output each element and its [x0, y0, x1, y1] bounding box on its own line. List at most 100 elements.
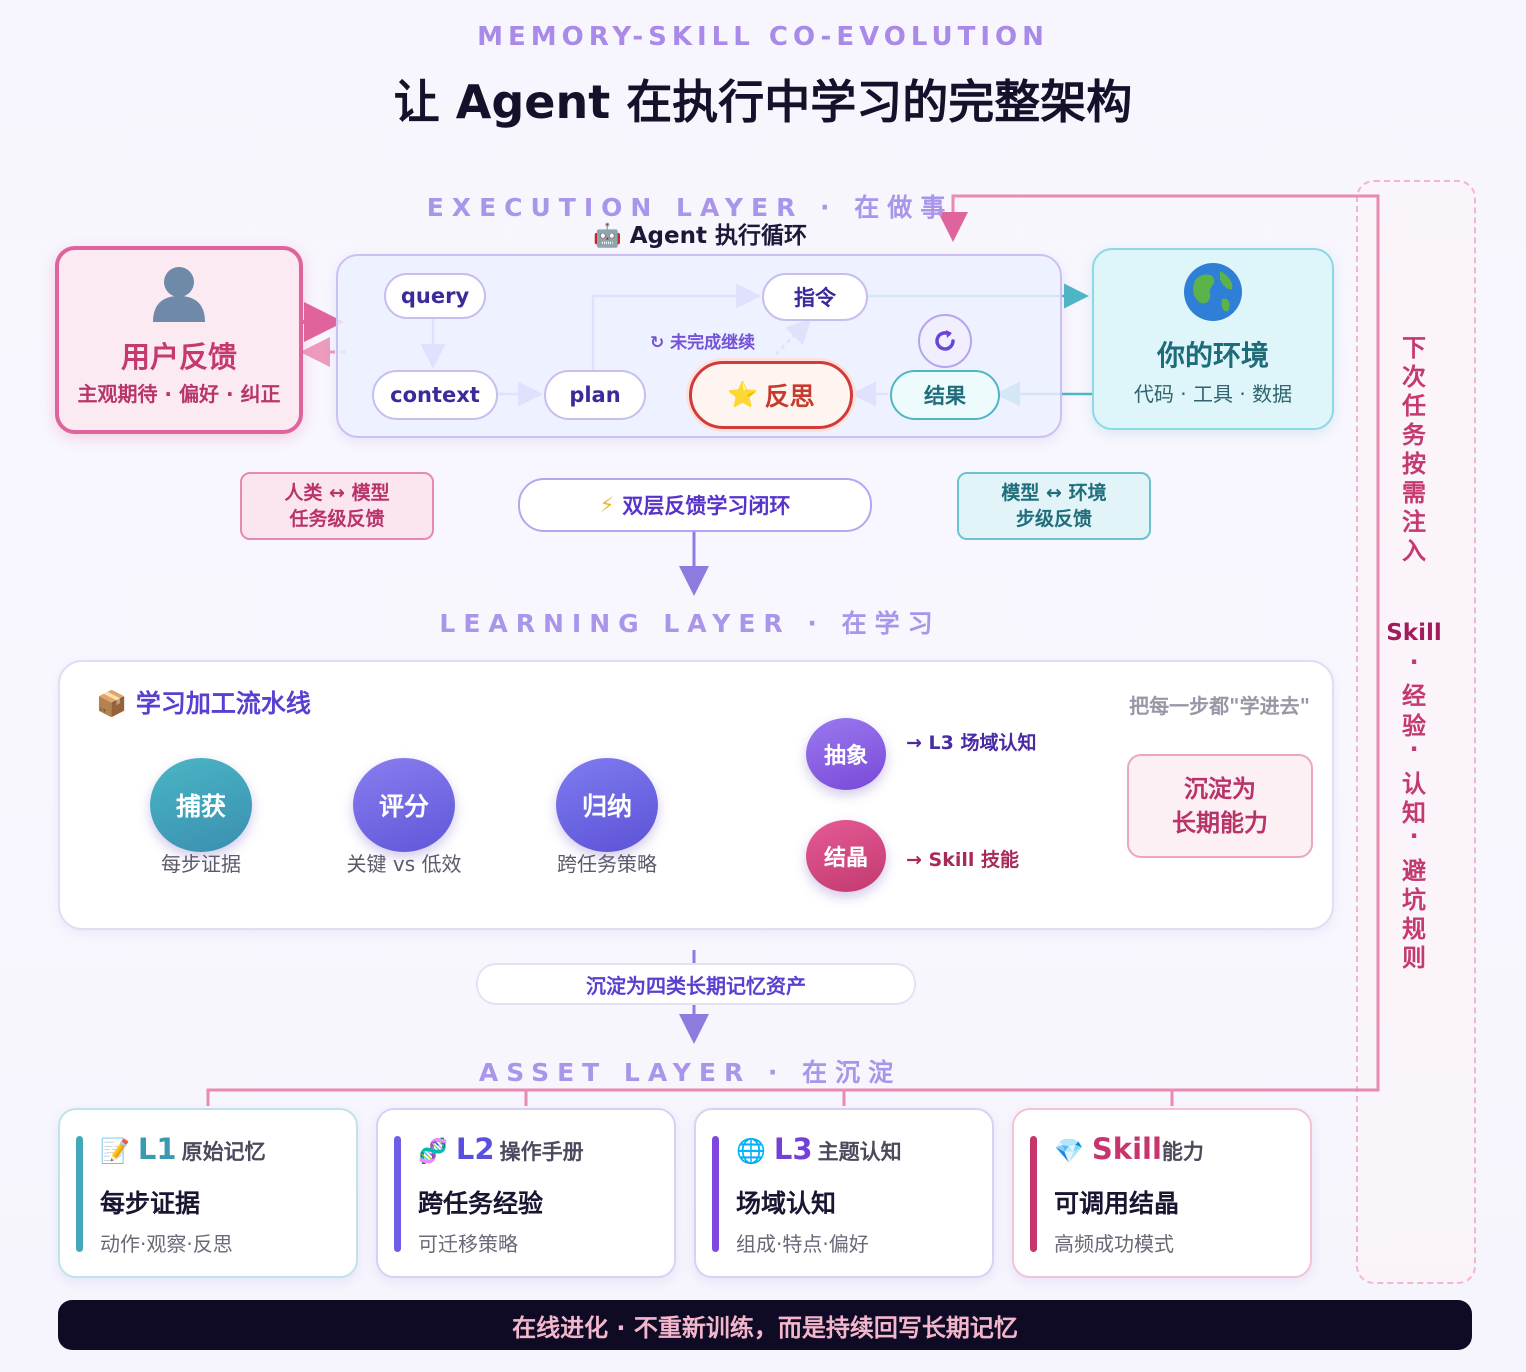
asset-card-l2: 🧬L2 操作手册 跨任务经验 可迁移策略: [376, 1108, 676, 1278]
footer-banner: 在线进化 · 不重新训练，而是持续回写长期记忆: [58, 1300, 1472, 1350]
continue-note: ↻ 未完成继续: [650, 328, 755, 353]
card-accent-bar: [394, 1136, 401, 1252]
reflect-label: 反思: [764, 382, 815, 411]
rail-char: 务: [1402, 421, 1426, 449]
rail-char: 注: [1402, 508, 1426, 536]
user-feedback-title: 用户反馈: [120, 340, 237, 374]
continue-note-text: 未完成继续: [670, 333, 756, 353]
stage-capture: 捕获: [150, 758, 252, 852]
stage-capture-desc: 每步证据: [161, 852, 241, 876]
model-env-line1: 模型 ↔ 环境: [1001, 482, 1107, 504]
card-level: L1: [137, 1132, 177, 1166]
branch-crystallize-output: → Skill 技能: [906, 849, 1020, 871]
user-icon: [59, 260, 299, 324]
branch-abstract: 抽象: [806, 718, 886, 790]
kicker-title: MEMORY-SKILL CO-EVOLUTION: [477, 22, 1049, 52]
asset-card-l3: 🌐L3 主题认知 场域认知 组成·特点·偏好: [694, 1108, 994, 1278]
user-feedback-subtitle: 主观期待 · 偏好 · 纠正: [77, 382, 281, 406]
asset-card-skill: 💎Skill能力 可调用结晶 高频成功模式: [1012, 1108, 1312, 1278]
rail-char: 按: [1402, 450, 1426, 478]
long-term-capability-box: 沉淀为 长期能力: [1127, 754, 1313, 858]
card-name: 主题认知: [817, 1140, 902, 1164]
rail-char: ·: [1409, 648, 1419, 676]
asset-card-l1: 📝L1 原始记忆 每步证据 动作·观察·反思: [58, 1108, 358, 1278]
agent-loop-title-text: Agent 执行循环: [629, 223, 807, 249]
context-node: context: [372, 370, 498, 420]
stage-score-desc: 关键 vs 低效: [346, 852, 462, 876]
rail-char: 需: [1402, 479, 1426, 507]
rail-char: ·: [1409, 735, 1419, 763]
page-title: 让 Agent 在执行中学习的完整架构: [393, 75, 1133, 129]
query-node: query: [384, 273, 486, 319]
stage-induce: 归纳: [556, 758, 658, 852]
dna-icon: 🧬: [418, 1137, 448, 1165]
dual-feedback-loop-text: 双层反馈学习闭环: [622, 494, 791, 518]
card-accent-bar: [76, 1136, 83, 1252]
card-sub: 组成·特点·偏好: [736, 1232, 869, 1256]
card-sub: 可迁移策略: [418, 1232, 518, 1256]
rail-char: 下: [1402, 334, 1426, 362]
rail-char: 验: [1402, 712, 1426, 740]
environment-subtitle: 代码 · 工具 · 数据: [1133, 382, 1293, 406]
rail-char: 则: [1402, 944, 1426, 972]
card-main: 跨任务经验: [418, 1189, 544, 1218]
user-feedback-box: 用户反馈 主观期待 · 偏好 · 纠正: [55, 246, 303, 434]
memo-icon: 📝: [100, 1137, 130, 1165]
dual-feedback-loop-pill: ⚡ 双层反馈学习闭环: [518, 478, 872, 532]
rail-char: 入: [1402, 537, 1426, 565]
globe-icon: [1094, 260, 1332, 324]
lightning-icon: ⚡: [599, 493, 615, 517]
human-model-line1: 人类 ↔ 模型: [284, 482, 390, 504]
rail-char: 次: [1402, 363, 1426, 391]
asset-layer-label: ASSET LAYER · 在沉淀: [478, 1058, 902, 1087]
rail-char: 规: [1402, 915, 1426, 943]
four-assets-pill: 沉淀为四类长期记忆资产: [476, 963, 916, 1005]
card-head: 🌐L3 主题认知: [736, 1132, 902, 1166]
loop-arrow-icon: ↻: [650, 333, 671, 353]
card-main: 场域认知: [736, 1189, 837, 1218]
model-env-feedback-tag: 模型 ↔ 环境 步级反馈: [957, 472, 1151, 540]
card-sub: 高频成功模式: [1054, 1232, 1174, 1256]
settle-line2: 长期能力: [1172, 809, 1268, 837]
card-sub: 动作·观察·反思: [100, 1232, 233, 1256]
branch-crystallize: 结晶: [806, 820, 886, 892]
agent-loop-title: 🤖 Agent 执行循环: [560, 216, 840, 250]
card-level: L2: [455, 1132, 495, 1166]
stage-score: 评分: [353, 758, 455, 852]
robot-icon: 🤖: [593, 223, 622, 249]
card-name: 能力: [1161, 1140, 1204, 1164]
branch-abstract-output: → L3 场域认知: [906, 732, 1037, 754]
rail-char: 认: [1402, 770, 1426, 798]
reflect-node: ⭐ 反思: [689, 361, 853, 429]
card-accent-bar: [1030, 1136, 1037, 1252]
learning-pipeline-panel: [58, 660, 1334, 930]
rail-char: 知: [1402, 799, 1426, 827]
card-head: 📝L1 原始记忆: [100, 1132, 266, 1166]
card-main: 每步证据: [100, 1189, 201, 1218]
rail-char: 经: [1402, 682, 1426, 710]
learning-layer-label: LEARNING LAYER · 在学习: [439, 609, 941, 638]
settle-line1: 沉淀为: [1184, 775, 1256, 803]
gem-icon: 💎: [1054, 1137, 1084, 1165]
pipeline-title-text: 学习加工流水线: [135, 689, 311, 718]
environment-title: 你的环境: [1156, 339, 1269, 372]
result-node: 结果: [890, 370, 1000, 420]
globe-grid-icon: 🌐: [736, 1137, 766, 1165]
star-icon: ⭐: [727, 380, 759, 409]
refresh-icon: [918, 314, 972, 368]
rail-skill: Skill: [1386, 620, 1442, 646]
rail-char: 避: [1402, 857, 1426, 885]
card-level: Skill: [1091, 1132, 1162, 1166]
plan-node: plan: [544, 370, 646, 420]
rail-char: ·: [1409, 822, 1419, 850]
card-head: 🧬L2 操作手册: [418, 1132, 584, 1166]
stage-induce-desc: 跨任务策略: [557, 852, 657, 876]
package-icon: 📦: [96, 689, 128, 718]
right-rail: [1356, 180, 1476, 1284]
rail-char: 任: [1402, 392, 1426, 420]
model-env-line2: 步级反馈: [1015, 508, 1092, 530]
environment-box: 你的环境 代码 · 工具 · 数据: [1092, 248, 1334, 430]
card-accent-bar: [712, 1136, 719, 1252]
execution-layer-label: EXECUTION LAYER · 在做事: [426, 193, 954, 222]
card-main: 可调用结晶: [1054, 1189, 1180, 1218]
